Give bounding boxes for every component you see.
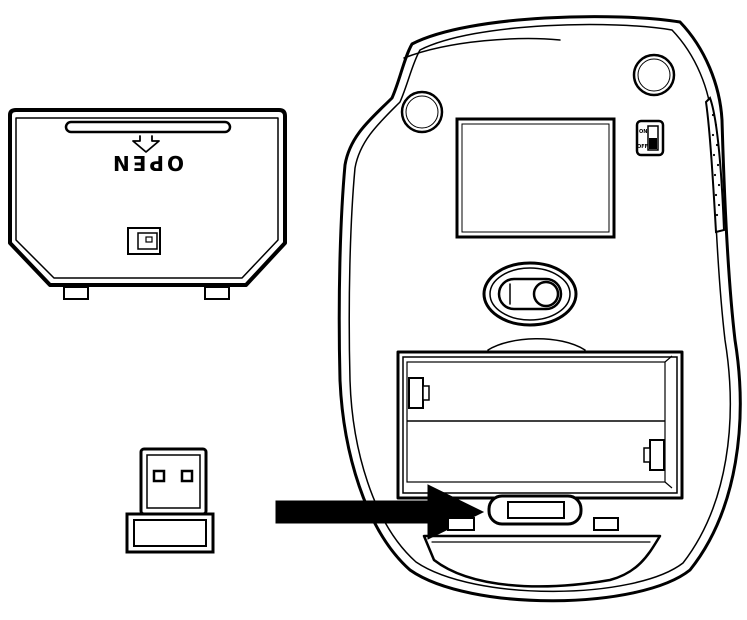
mouse-foot-left: [400, 90, 444, 134]
mouse-foot-right: [632, 53, 676, 97]
cover-receiver-icon: [127, 227, 161, 255]
battery-cover-icon: OPEN: [8, 108, 287, 300]
cover-arrow-icon: [132, 135, 160, 153]
battery-door-lip: [422, 534, 662, 588]
cover-slot: [64, 120, 232, 134]
mouse-label-plate: [455, 117, 616, 239]
switch-on-label: ON: [639, 129, 647, 135]
side-grip-texture: [711, 113, 721, 217]
mouse-outline: [337, 15, 742, 603]
switch-off-label: OFF: [637, 144, 648, 150]
latch-tab-right: [593, 517, 619, 531]
latch-tab-left: [447, 517, 475, 531]
receiver-storage-slot: [487, 494, 583, 526]
battery-compartment: [396, 350, 684, 500]
mouse-underside-icon: ON OFF: [337, 15, 742, 603]
usb-receiver-icon: [125, 447, 215, 554]
cover-open-label: OPEN: [110, 151, 184, 175]
optical-sensor: [482, 261, 578, 327]
battery-contact-top: [408, 377, 430, 409]
cover-tab-left: [63, 286, 89, 300]
power-switch: ON OFF: [635, 119, 665, 157]
battery-contact-bottom: [643, 439, 665, 471]
side-grip: [704, 96, 726, 234]
cover-tab-right: [204, 286, 230, 300]
